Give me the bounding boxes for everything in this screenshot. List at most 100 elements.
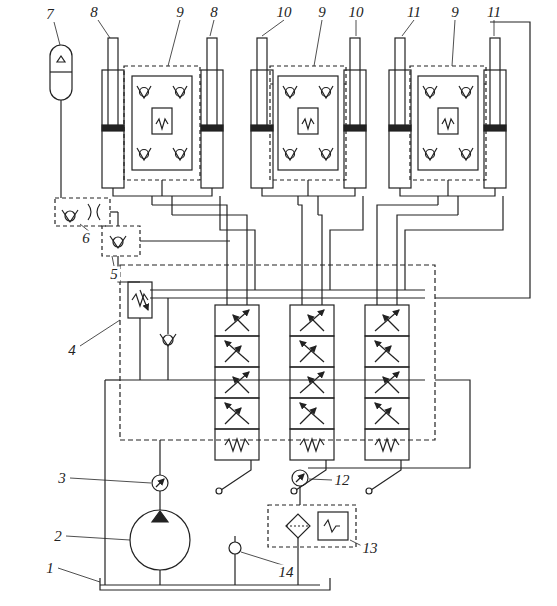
spool-section bbox=[215, 429, 259, 460]
pipe bbox=[397, 215, 458, 305]
spool-section bbox=[215, 398, 259, 429]
callout-number: 1 bbox=[44, 561, 56, 576]
valve-block bbox=[410, 66, 486, 180]
lever bbox=[221, 460, 251, 490]
check-seat bbox=[173, 148, 187, 160]
spool-section bbox=[215, 336, 259, 367]
callout-number: 9 bbox=[449, 5, 461, 20]
piston-rod bbox=[207, 38, 217, 126]
flow-arrow bbox=[225, 341, 249, 362]
relief-arrow bbox=[140, 290, 148, 310]
pipe bbox=[308, 380, 470, 468]
callout-number: 11 bbox=[405, 5, 423, 20]
spring bbox=[302, 119, 314, 129]
pipe bbox=[262, 180, 355, 196]
pipe bbox=[105, 379, 120, 380]
pipe bbox=[167, 298, 168, 380]
filter bbox=[286, 514, 310, 538]
check-seat bbox=[319, 86, 333, 98]
pipe bbox=[60, 100, 61, 198]
flow-arrow bbox=[225, 346, 241, 362]
lever-knob bbox=[366, 488, 372, 494]
distributor-channel bbox=[120, 290, 425, 380]
flow-arrow bbox=[383, 315, 399, 331]
flow-arrow bbox=[375, 403, 399, 424]
throttle bbox=[88, 204, 100, 220]
valve-block bbox=[124, 66, 200, 180]
flow-arrow bbox=[300, 372, 324, 393]
pipe bbox=[330, 196, 363, 290]
distributor-housing bbox=[120, 265, 435, 440]
pipe bbox=[410, 83, 486, 84]
check-seat bbox=[110, 236, 126, 248]
pipe bbox=[220, 196, 255, 290]
callout-number: 4 bbox=[66, 343, 78, 358]
pipe bbox=[139, 318, 140, 380]
accumulator bbox=[50, 45, 72, 100]
piston-rod bbox=[490, 38, 500, 126]
spring bbox=[225, 439, 249, 451]
spool-section bbox=[215, 305, 259, 336]
cylinder-body bbox=[389, 70, 411, 188]
pipe bbox=[110, 211, 118, 212]
callout-number: 10 bbox=[347, 5, 366, 20]
flow-arrow bbox=[300, 346, 316, 362]
filter-element bbox=[286, 525, 310, 526]
check-seat bbox=[459, 148, 473, 160]
piston-rod bbox=[257, 38, 267, 126]
check-seat bbox=[283, 148, 297, 160]
flow-arrow bbox=[300, 310, 324, 331]
relief-valve bbox=[298, 108, 318, 134]
check-seat bbox=[423, 86, 437, 98]
pipe bbox=[113, 180, 212, 196]
gauge-needle bbox=[156, 479, 164, 487]
spool-section bbox=[365, 305, 409, 336]
spool-section bbox=[290, 336, 334, 367]
pipe bbox=[438, 196, 458, 215]
piston bbox=[102, 125, 124, 131]
pipe bbox=[159, 440, 160, 585]
callout-number: 9 bbox=[174, 5, 186, 20]
leader-lines bbox=[54, 20, 494, 582]
callout-number: 10 bbox=[275, 5, 294, 20]
check-valve bbox=[102, 226, 140, 256]
pipe bbox=[118, 241, 230, 282]
cylinder-body bbox=[344, 70, 366, 188]
cylinder-body bbox=[102, 70, 124, 188]
bypass-valve bbox=[318, 512, 348, 540]
check-seat bbox=[160, 334, 176, 346]
valve-block-inner bbox=[278, 76, 338, 170]
gauge-needle bbox=[296, 474, 304, 482]
callout-number: 12 bbox=[333, 473, 352, 488]
valve-block-inner bbox=[132, 76, 192, 170]
pipe bbox=[270, 83, 346, 84]
spring bbox=[156, 119, 168, 129]
pipe bbox=[405, 196, 503, 290]
check-seat bbox=[459, 86, 473, 98]
check-seat bbox=[319, 148, 333, 160]
flow-arrow bbox=[225, 310, 249, 331]
relief-valve bbox=[152, 108, 172, 134]
piston bbox=[201, 125, 223, 131]
check-seat bbox=[137, 86, 151, 98]
accumulator-mark bbox=[57, 56, 65, 62]
callout-number: 9 bbox=[316, 5, 328, 20]
valve-block-inner bbox=[418, 76, 478, 170]
callout-number: 5 bbox=[108, 267, 120, 282]
spool-section bbox=[365, 367, 409, 398]
pipe bbox=[172, 215, 247, 305]
relief-valve bbox=[128, 282, 152, 318]
flow-arrow bbox=[225, 372, 249, 393]
check-seat bbox=[173, 86, 187, 98]
callout-number: 7 bbox=[44, 7, 56, 22]
spring bbox=[300, 439, 324, 451]
lever-knob bbox=[216, 488, 222, 494]
spool-section bbox=[215, 367, 259, 398]
spool-section bbox=[365, 336, 409, 367]
cylinder-body bbox=[484, 70, 506, 188]
pressure-gauge bbox=[292, 470, 308, 486]
flow-arrow bbox=[375, 341, 399, 362]
pipe bbox=[104, 380, 105, 585]
callout-number: 14 bbox=[277, 565, 296, 580]
lever-knob bbox=[291, 488, 297, 494]
